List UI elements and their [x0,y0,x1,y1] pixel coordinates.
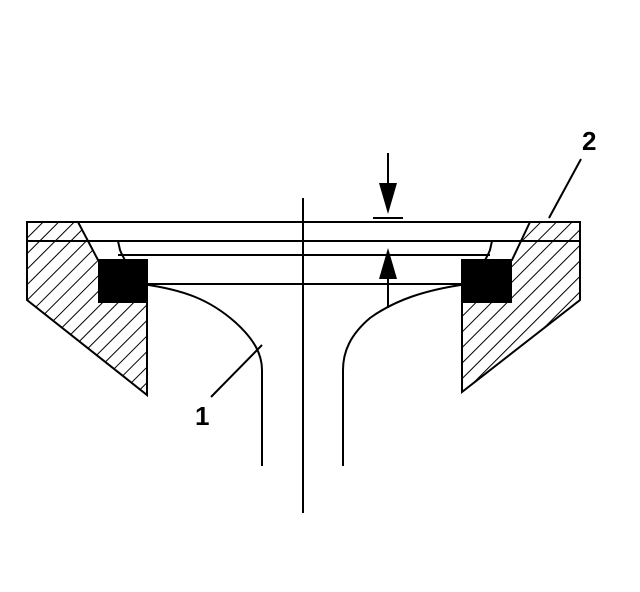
callout-2-leader [548,158,582,219]
left-head-section [26,221,148,398]
valve [98,240,512,466]
dimension-arrows [373,153,403,308]
down-arrow-icon [379,183,397,214]
right-valve-seat-insert [462,260,512,303]
right-head-section [461,221,581,395]
left-valve-seat-insert [98,260,147,303]
up-arrow-icon [379,248,397,279]
callout-1-leader [210,344,263,398]
callout-1-label: 1 [195,401,209,431]
callout-2-label: 2 [582,126,596,156]
